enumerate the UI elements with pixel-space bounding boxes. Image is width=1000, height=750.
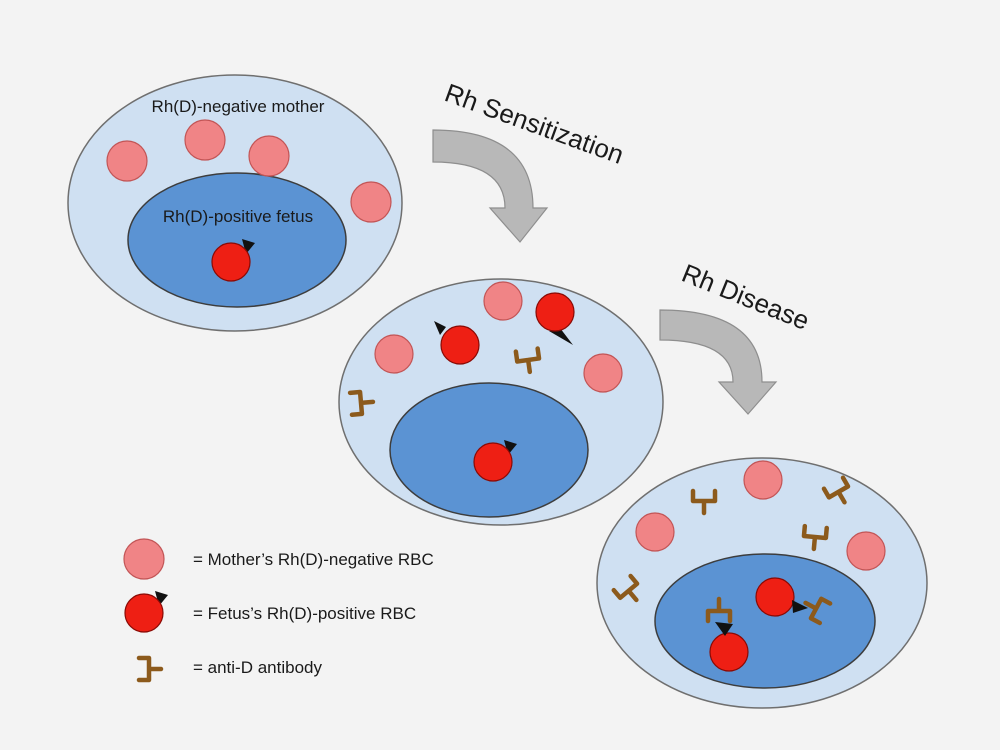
mother-rbc xyxy=(374,334,414,374)
fetus-inner-ellipse xyxy=(127,172,347,308)
legend-mother-rbc: = Mother’s Rh(D)-negative RBC xyxy=(123,538,434,580)
mother-rbc xyxy=(184,119,226,161)
panel-sensitization xyxy=(338,278,664,526)
mother-rbc xyxy=(846,531,886,571)
legend-fetus-rbc: = Fetus’s Rh(D)-positive RBC xyxy=(124,591,416,633)
mother-rbc xyxy=(106,140,148,182)
fetus-rbc xyxy=(434,321,480,365)
mother-rbc xyxy=(483,281,523,321)
legend-fetus-rbc-label: = Fetus’s Rh(D)-positive RBC xyxy=(193,604,416,623)
legend-antibody-label: = anti-D antibody xyxy=(193,658,322,677)
mother-rbc xyxy=(743,460,783,500)
panel-disease xyxy=(596,457,928,709)
mother-label: Rh(D)-negative mother xyxy=(152,97,325,116)
legend: = Mother’s Rh(D)-negative RBC = Fetus’s … xyxy=(123,538,434,680)
fetus-rbc xyxy=(755,577,808,617)
disease-arrow: Rh Disease xyxy=(659,258,814,415)
legend-mother-rbc-label: = Mother’s Rh(D)-negative RBC xyxy=(193,550,434,569)
mother-rbc xyxy=(248,135,290,177)
mother-rbc xyxy=(635,512,675,552)
legend-mother-rbc-swatch xyxy=(123,538,165,580)
sensitization-arrow: Rh Sensitization xyxy=(432,77,628,243)
fetus-rbc xyxy=(709,622,749,672)
fetus-rbc xyxy=(211,239,255,282)
fetus-inner-ellipse xyxy=(654,553,876,689)
fetus-rbc xyxy=(535,292,575,345)
legend-antibody-swatch xyxy=(139,658,161,680)
legend-antibody: = anti-D antibody xyxy=(139,658,322,680)
legend-fetus-rbc-swatch xyxy=(124,591,168,633)
fetus-label: Rh(D)-positive fetus xyxy=(163,207,313,226)
mother-rbc xyxy=(583,353,623,393)
mother-rbc xyxy=(350,181,392,223)
panel-mother-fetus: Rh(D)-negative mother Rh(D)-positive fet… xyxy=(67,74,403,332)
fetus-rbc xyxy=(473,440,517,482)
